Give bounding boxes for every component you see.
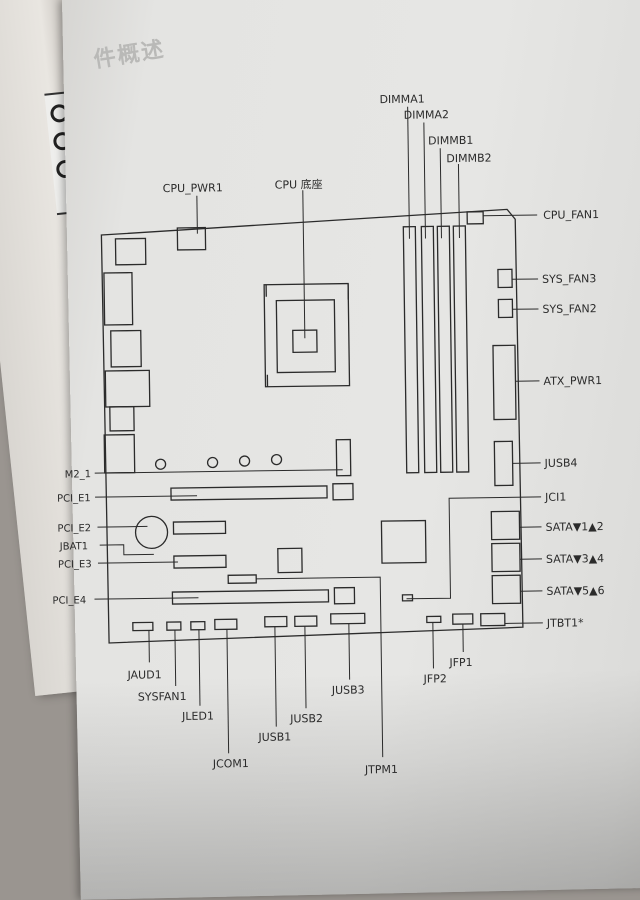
dimmb2-slot <box>452 225 470 473</box>
sata56-port <box>491 574 522 605</box>
chipset <box>380 519 427 564</box>
io-port <box>104 369 151 408</box>
pci-e1-slot <box>170 485 328 501</box>
label-sys-fan3: SYS_FAN3 <box>542 272 596 286</box>
label-jaud1: JAUD1 <box>126 668 161 681</box>
label-atx-pwr1: ATX_PWR1 <box>543 374 602 388</box>
label-jusb1: JUSB1 <box>257 730 291 743</box>
label-m2-1: M2_1 <box>65 469 92 480</box>
label-cpu-pwr1: CPU_PWR1 <box>163 181 223 195</box>
sysfan1-header <box>166 621 182 631</box>
jcom1-header <box>214 618 238 631</box>
label-sata56: SATA▼5▲6 <box>546 584 604 598</box>
jtbt1-header <box>480 612 506 627</box>
pci-e4-latch <box>333 586 356 605</box>
jled1-header <box>190 620 206 631</box>
label-pci-e3: PCI_E3 <box>58 559 92 570</box>
io-port <box>109 405 135 432</box>
label-sata12: SATA▼1▲2 <box>545 520 603 534</box>
m2-standoff <box>206 456 219 469</box>
label-dimmb1: DIMMB1 <box>428 134 473 148</box>
jusb3-header <box>330 612 366 625</box>
jfp1-header <box>452 613 474 625</box>
label-jcom1: JCOM1 <box>212 757 249 771</box>
io-port <box>103 271 134 326</box>
label-dimma2: DIMMA2 <box>404 108 449 122</box>
jusb2-header <box>294 615 318 628</box>
label-dimma1: DIMMA1 <box>379 93 424 107</box>
cpu-fan1-header <box>466 211 484 225</box>
dimma2-slot <box>420 225 438 474</box>
label-pci-e4: PCI_E4 <box>52 595 86 606</box>
leader-lines <box>94 106 543 758</box>
label-pci-e1: PCI_E1 <box>57 493 91 504</box>
pci-e3-slot <box>173 554 227 569</box>
pci-e4-slot <box>171 589 330 605</box>
label-jusb4: JUSB4 <box>544 456 578 469</box>
io-port <box>114 237 147 266</box>
socket-clip <box>265 283 349 387</box>
atx-pwr1-connector <box>492 344 517 421</box>
board-outline <box>100 208 524 644</box>
m2-standoff <box>270 453 283 466</box>
m2-standoff <box>238 455 251 467</box>
cpu-pwr1-connector <box>176 226 207 251</box>
cpu-socket-inner <box>275 299 336 374</box>
label-cpu-socket: CPU 底座 <box>275 177 323 192</box>
label-pci-e2: PCI_E2 <box>57 523 91 534</box>
cpu-socket <box>263 282 351 388</box>
pci-e2-slot <box>172 520 227 535</box>
sata34-port <box>491 542 521 573</box>
label-jtbt1: JTBT1* <box>546 616 584 630</box>
jusb4-header <box>493 440 514 487</box>
jci1-header <box>401 594 414 602</box>
m2-slot <box>335 438 352 477</box>
label-sata34: SATA▼3▲4 <box>546 552 604 566</box>
dimma1-slot <box>402 225 420 474</box>
sata12-port <box>490 510 521 541</box>
jbat1-battery <box>134 515 169 550</box>
label-jfp1: JFP1 <box>448 656 472 669</box>
io-port <box>110 329 142 368</box>
label-sys-fan2: SYS_FAN2 <box>542 302 596 316</box>
jusb1-header <box>264 615 288 628</box>
motherboard-diagram: DIMMA1 DIMMA2 DIMMB1 DIMMB2 CPU_PWR1 CPU… <box>52 93 604 777</box>
label-jtpm1: JTPM1 <box>364 763 398 776</box>
label-jusb3: JUSB3 <box>331 683 365 696</box>
label-cpu-fan1: CPU_FAN1 <box>543 208 599 222</box>
label-jbat1: JBAT1 <box>59 541 89 552</box>
label-jfp2: JFP2 <box>423 672 447 685</box>
jtpm1-header <box>227 574 257 584</box>
pci-e1-latch <box>332 482 354 501</box>
small-chip <box>277 547 303 574</box>
label-jled1: JLED1 <box>181 710 214 723</box>
label-dimmb2: DIMMB2 <box>446 152 491 166</box>
dimmb1-slot <box>436 225 454 473</box>
label-jci1: JCI1 <box>544 491 566 504</box>
jaud1-header <box>132 621 154 632</box>
label-jusb2: JUSB2 <box>289 712 323 725</box>
jfp2-header <box>426 615 442 624</box>
label-sysfan1: SYSFAN1 <box>138 690 187 704</box>
io-port <box>103 433 136 474</box>
m2-standoff <box>154 458 167 470</box>
sys-fan3-header <box>497 268 513 289</box>
sys-fan2-header <box>497 298 514 319</box>
